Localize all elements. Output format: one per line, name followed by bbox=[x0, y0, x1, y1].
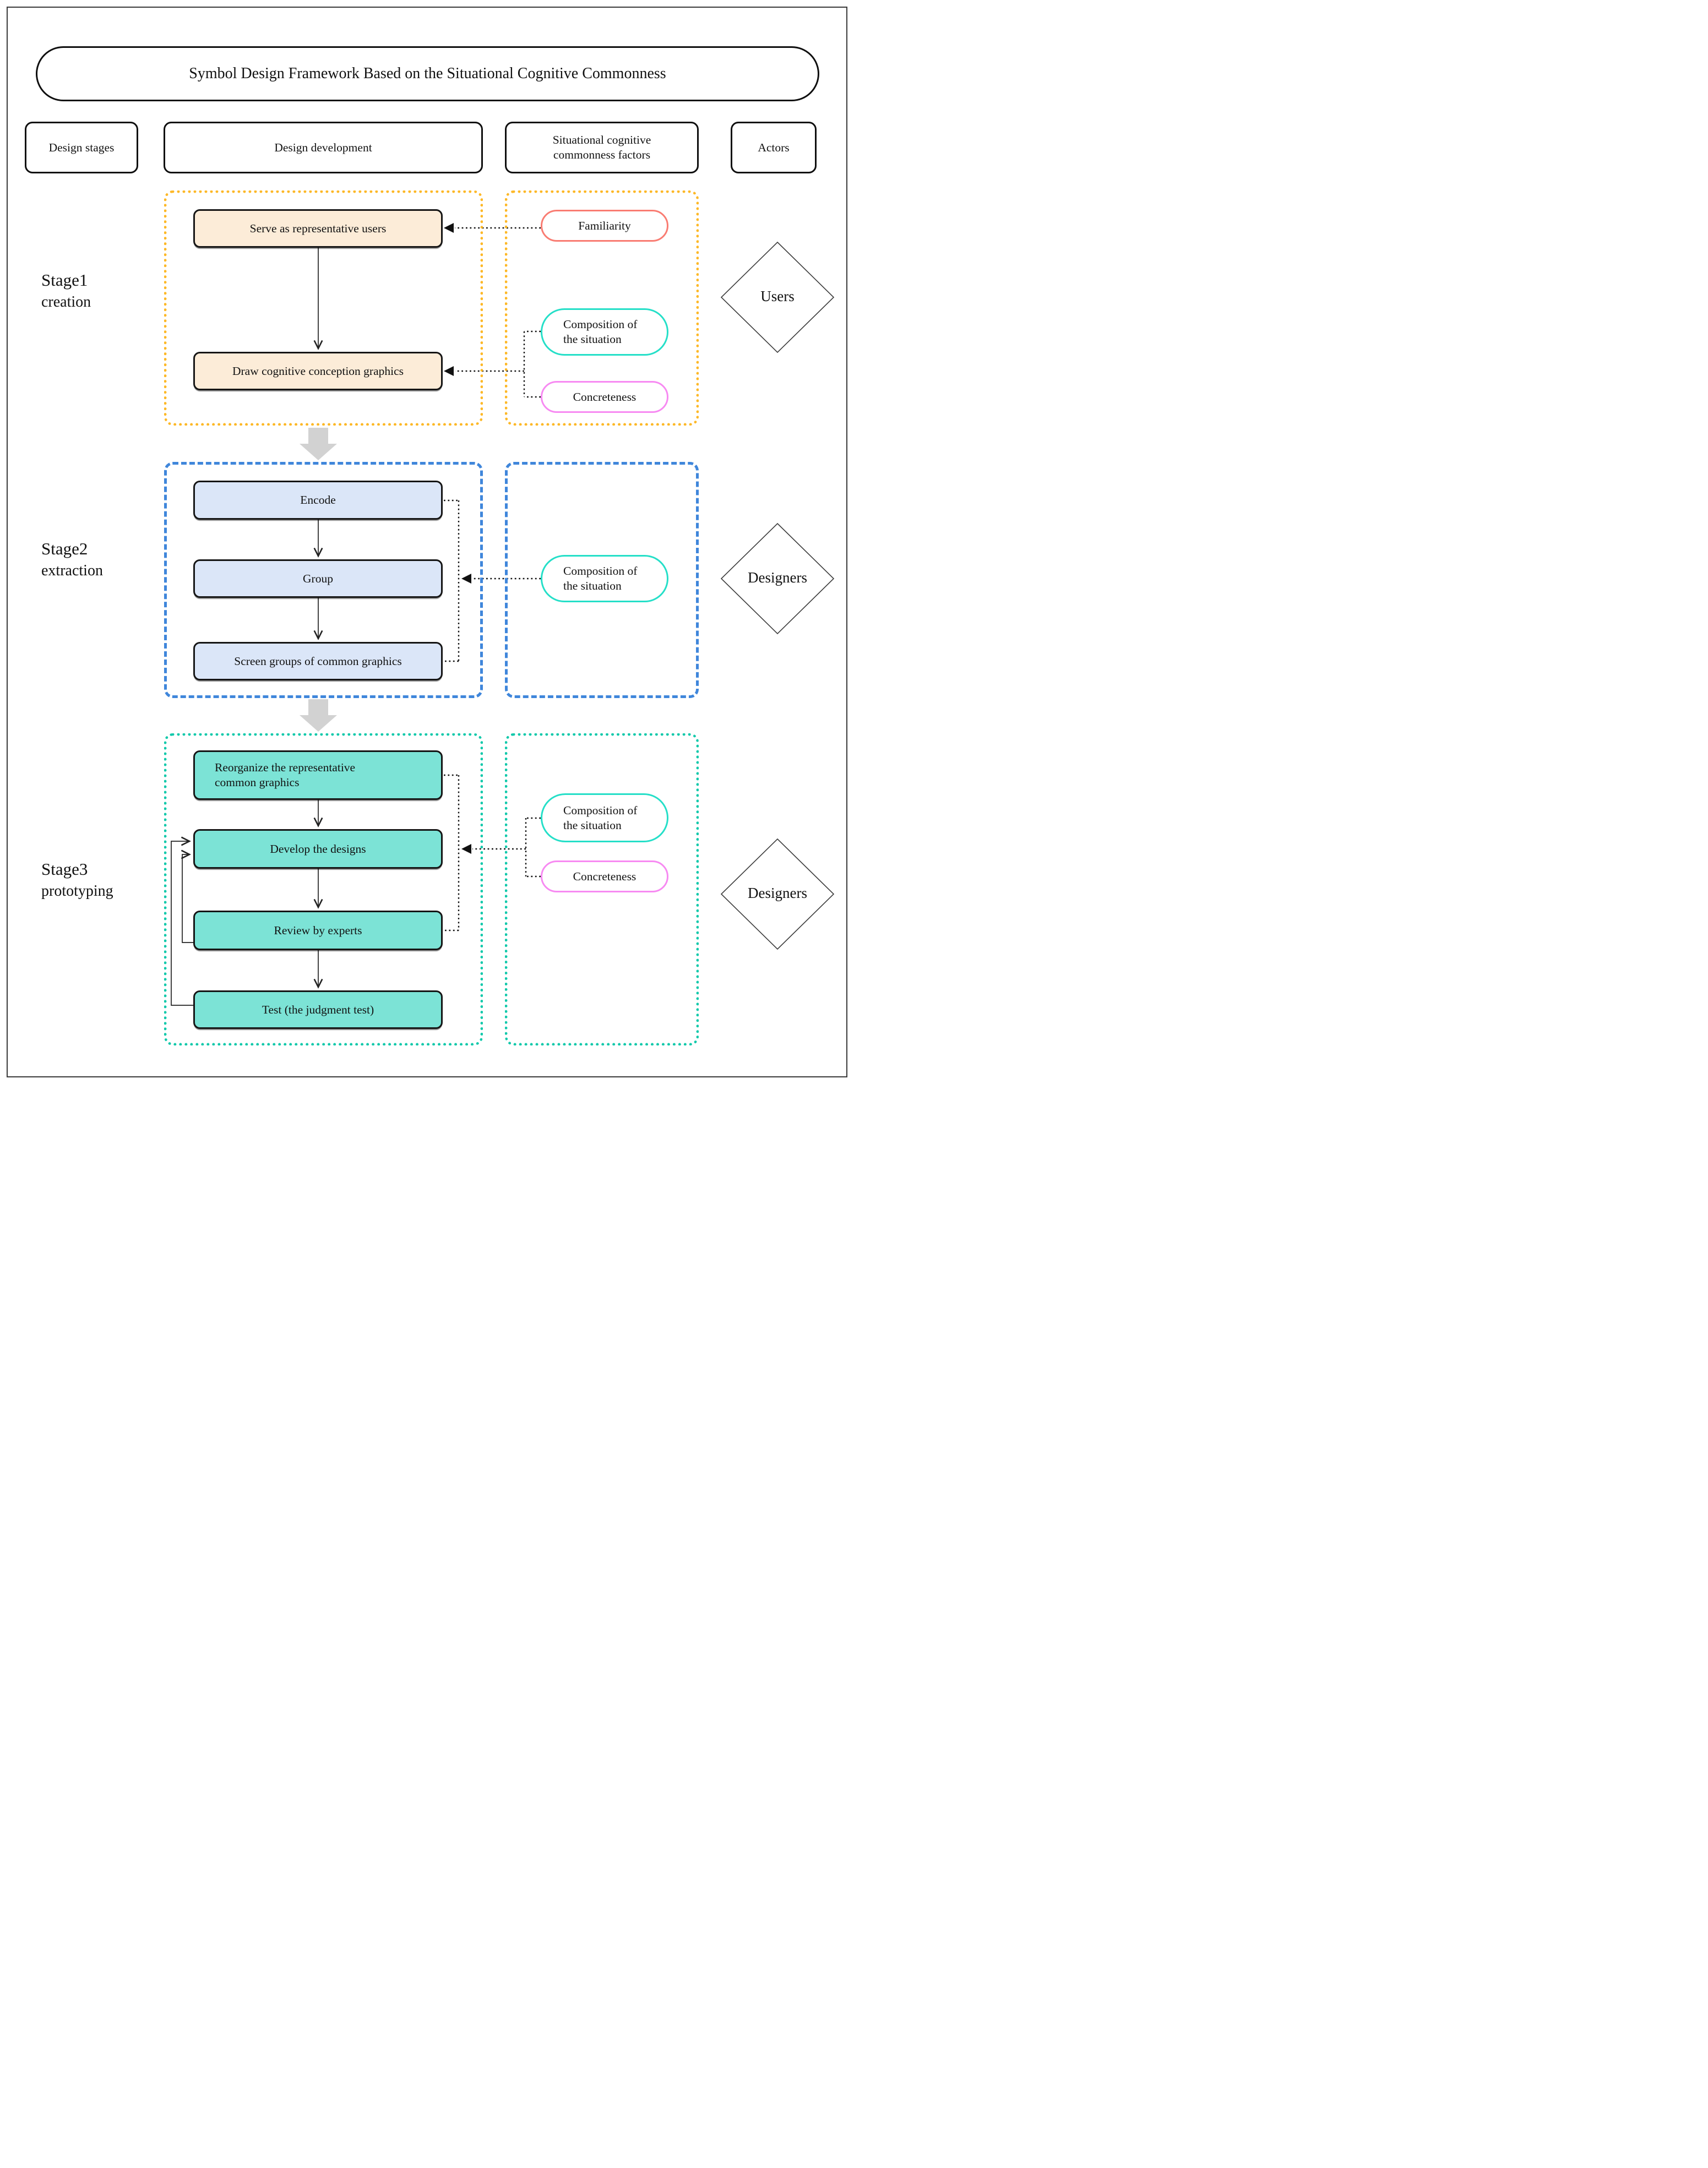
diagram-page: Symbol Design Framework Based on the Sit… bbox=[0, 0, 854, 1084]
factor-concreteness-stage1: Concreteness bbox=[541, 381, 668, 413]
header-design-development: Design development bbox=[164, 122, 483, 173]
connector-layer bbox=[171, 223, 835, 1006]
factor-label: Concreteness bbox=[573, 390, 637, 404]
stage3-development-container bbox=[164, 733, 483, 1045]
step-draw-cognitive-conception-graphics: Draw cognitive conception graphics bbox=[193, 352, 443, 390]
actor-users-label: Users bbox=[733, 288, 822, 305]
step-label: Screen groups of common graphics bbox=[234, 654, 402, 668]
diagram-title: Symbol Design Framework Based on the Sit… bbox=[36, 46, 819, 101]
actor-designers-stage3-label: Designers bbox=[733, 885, 822, 902]
step-develop-the-designs: Develop the designs bbox=[193, 829, 443, 869]
factor-label: Composition of the situation bbox=[563, 803, 638, 832]
stage3-factor-bracket-dotted-arrow bbox=[461, 817, 541, 878]
stage3-label: Stage3 prototyping bbox=[41, 858, 113, 902]
header-actors: Actors bbox=[731, 122, 817, 173]
stage1-factor-bracket-dotted-arrow bbox=[444, 330, 541, 398]
stage1-name: Stage1 bbox=[41, 270, 88, 290]
stage3-name: Stage3 bbox=[41, 859, 88, 879]
review-to-develop-feedback-arrow bbox=[182, 854, 193, 943]
step-serve-as-representative-users: Serve as representative users bbox=[193, 209, 443, 248]
step-label: Reorganize the representative common gra… bbox=[215, 761, 356, 789]
step-review-by-experts: Review by experts bbox=[193, 911, 443, 950]
stage2-subname: extraction bbox=[41, 562, 103, 579]
factor-label: Concreteness bbox=[573, 869, 637, 883]
factor-composition-stage1: Composition of the situation bbox=[541, 308, 668, 356]
designers-diamond-stage2 bbox=[720, 522, 835, 635]
header-design-stages-label: Design stages bbox=[48, 140, 115, 154]
factor-composition-stage2: Composition of the situation bbox=[541, 555, 668, 602]
stage1-to-stage2-block-arrow bbox=[300, 428, 337, 460]
stage2-label: Stage2 extraction bbox=[41, 537, 103, 581]
designers-diamond-stage3 bbox=[720, 838, 835, 950]
step-label: Serve as representative users bbox=[249, 221, 387, 235]
header-design-development-label: Design development bbox=[274, 140, 372, 154]
header-factors: Situational cognitive commonness factors bbox=[505, 122, 699, 173]
stage3-subname: prototyping bbox=[41, 882, 113, 900]
familiarity-dotted-arrow bbox=[444, 223, 541, 233]
stage2-factors-container bbox=[505, 462, 699, 698]
header-factors-label: Situational cognitive commonness factors bbox=[552, 133, 651, 161]
diagram-title-text: Symbol Design Framework Based on the Sit… bbox=[189, 65, 666, 82]
step-label: Draw cognitive conception graphics bbox=[232, 364, 404, 378]
step-label: Review by experts bbox=[274, 923, 362, 937]
test-to-develop-feedback-arrow bbox=[171, 841, 193, 1006]
actor-label: Designers bbox=[748, 569, 807, 586]
stage3-reorganize-review-dotted-link bbox=[444, 774, 460, 932]
stage2-name: Stage2 bbox=[41, 539, 88, 558]
users-diamond bbox=[720, 241, 835, 353]
stage2-to-stage3-block-arrow bbox=[300, 699, 337, 732]
stage2-development-container bbox=[164, 462, 483, 698]
factor-familiarity: Familiarity bbox=[541, 210, 668, 242]
stage1-development-container bbox=[164, 190, 483, 426]
step-label: Develop the designs bbox=[270, 842, 366, 856]
step-test-judgment-test: Test (the judgment test) bbox=[193, 990, 443, 1029]
header-actors-label: Actors bbox=[758, 140, 790, 154]
factor-label: Composition of the situation bbox=[563, 564, 638, 592]
stage1-factors-container bbox=[505, 190, 699, 426]
header-design-stages: Design stages bbox=[25, 122, 138, 173]
step-label: Group bbox=[303, 571, 333, 585]
step-label: Test (the judgment test) bbox=[262, 1003, 374, 1016]
stage1-subname: creation bbox=[41, 293, 91, 311]
stage2-encode-screen-dotted-link bbox=[444, 499, 460, 662]
actor-designers-stage2-label: Designers bbox=[733, 569, 822, 586]
actor-label: Users bbox=[760, 288, 795, 304]
step-reorganize-representative-common-graphics: Reorganize the representative common gra… bbox=[193, 750, 443, 800]
step-screen-groups-of-common-graphics: Screen groups of common graphics bbox=[193, 642, 443, 680]
factor-label: Composition of the situation bbox=[563, 318, 638, 346]
factor-label: Familiarity bbox=[578, 219, 631, 232]
actor-label: Designers bbox=[748, 885, 807, 901]
stage1-label: Stage1 creation bbox=[41, 269, 91, 313]
step-group: Group bbox=[193, 559, 443, 598]
factor-composition-stage3: Composition of the situation bbox=[541, 793, 668, 842]
stage3-factors-container bbox=[505, 733, 699, 1045]
factor-concreteness-stage3: Concreteness bbox=[541, 860, 668, 892]
step-label: Encode bbox=[300, 493, 336, 507]
step-encode: Encode bbox=[193, 481, 443, 520]
